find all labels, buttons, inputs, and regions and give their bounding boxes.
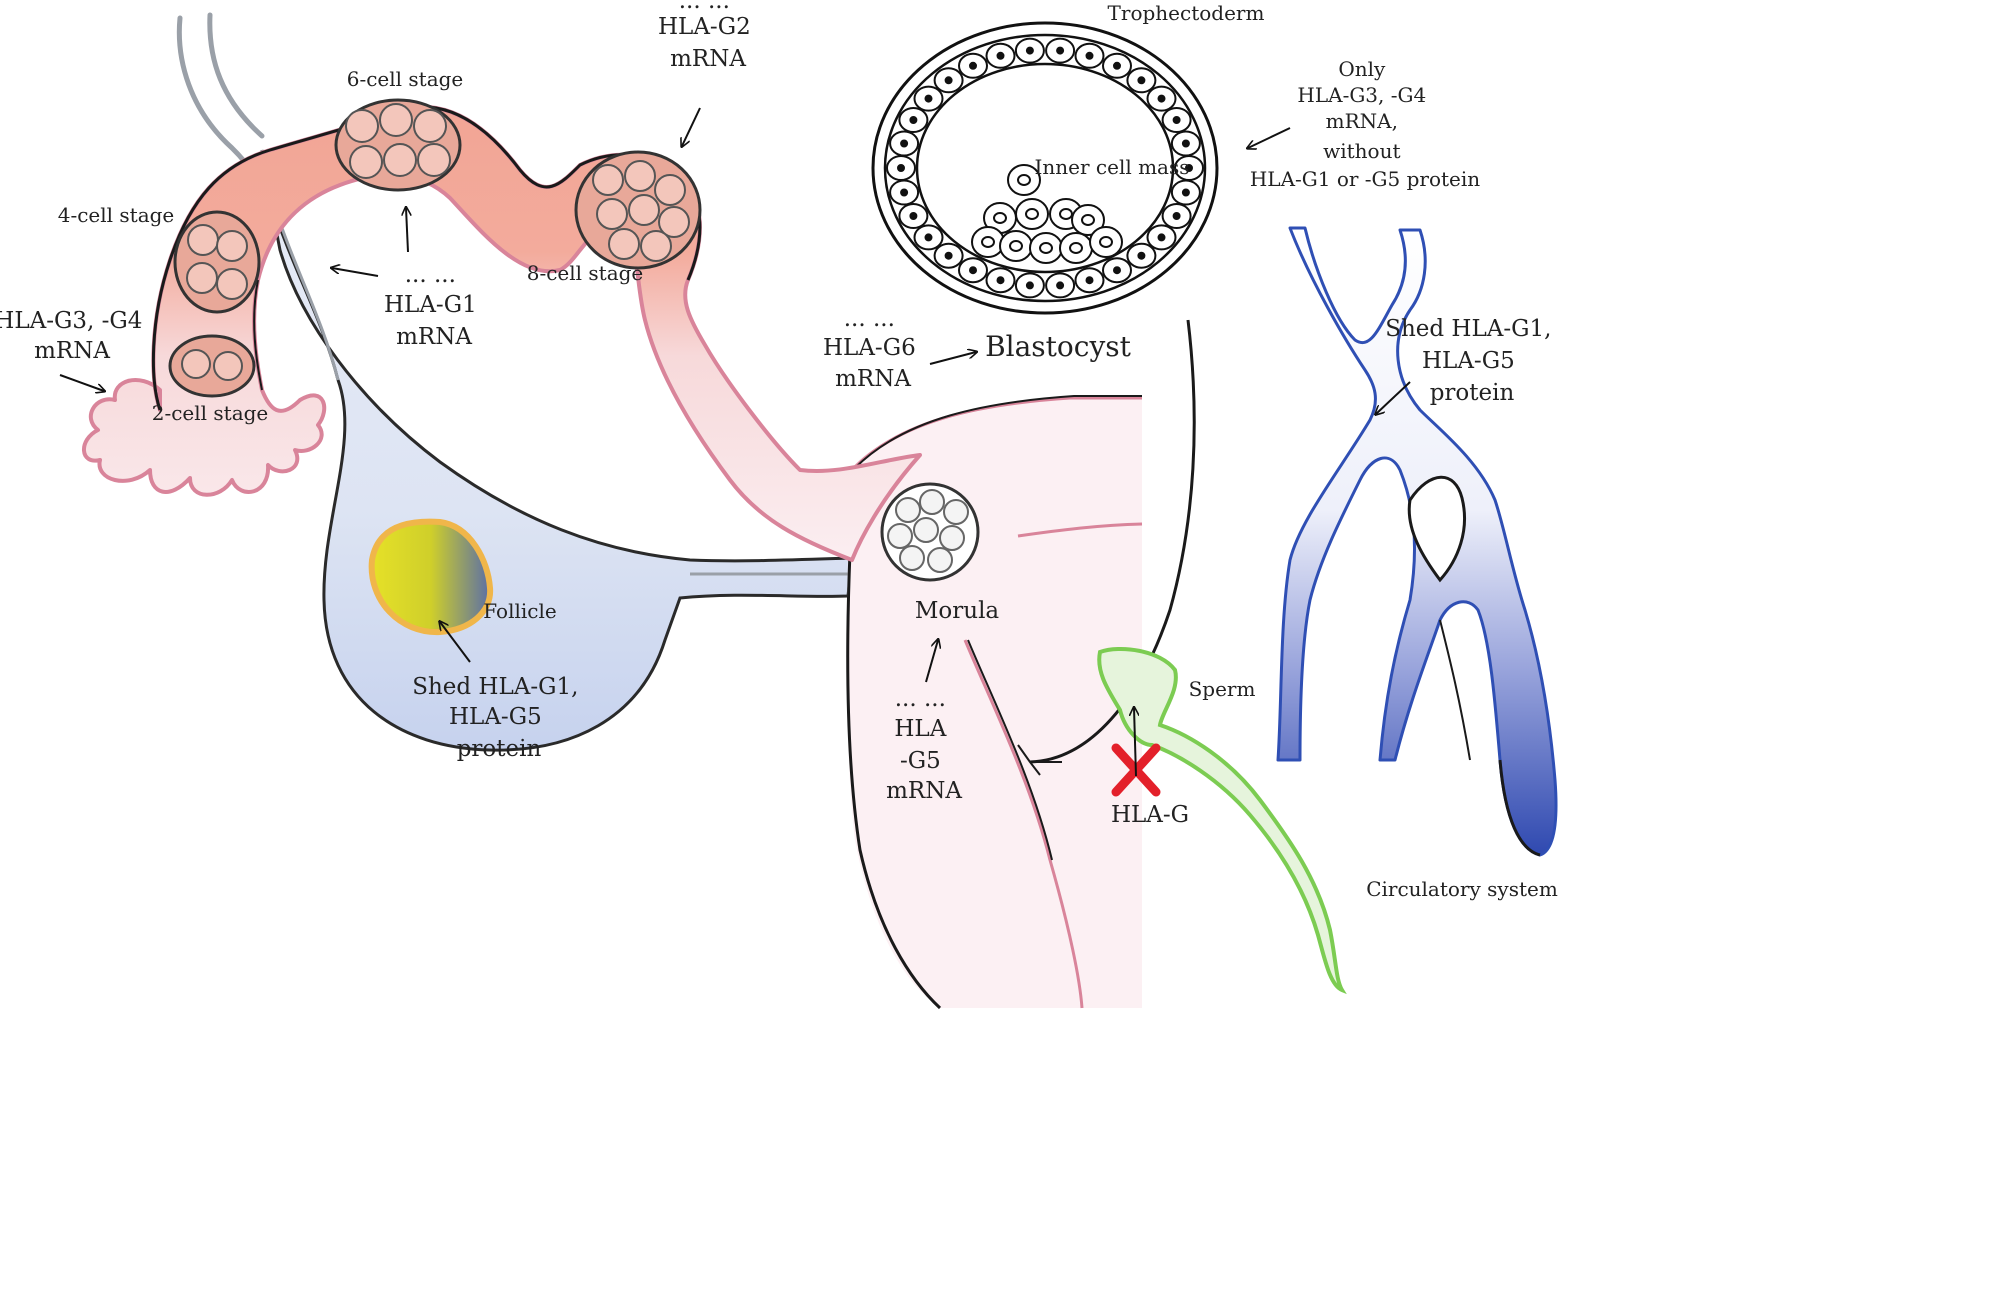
arrow-g6-to-blastocyst: [929, 352, 976, 365]
trophectoderm-cell-nucleus: [1085, 276, 1094, 285]
arrows: [59, 107, 1411, 777]
inner-cell-mass-nucleus: [1009, 240, 1023, 252]
inner-cell-mass-nucleus: [1039, 242, 1053, 254]
inner-cell-mass-cell: [971, 226, 1005, 258]
trophectoderm-cell-nucleus: [1056, 46, 1065, 55]
trophectoderm-cell-nucleus: [944, 76, 953, 85]
hla-g3-g4-mrna-left: HLA-G3, -G4 mRNA: [0, 308, 150, 364]
trophectoderm-cell-nucleus: [1157, 94, 1166, 103]
trophectoderm-cell-nucleus: [996, 51, 1005, 60]
trophectoderm-cell-nucleus: [1025, 281, 1034, 290]
trophectoderm-cell-nucleus: [1025, 46, 1034, 55]
inner-cell-mass-cell: [1015, 198, 1049, 230]
inner-cell-mass-cell: [1029, 232, 1063, 264]
arrow-hlag-to-sperm: [1134, 708, 1136, 777]
trophectoderm-cell-nucleus: [897, 164, 905, 172]
shed-hla-g1-g5-follicle: Shed HLA-G1, HLA-G5 protein: [412, 674, 586, 762]
hla-g1-mrna: ... ... HLA-G1 mRNA: [384, 262, 484, 350]
circulatory-system-label: Circulatory system: [1366, 877, 1558, 901]
stage-2-label: 2-cell stage: [152, 401, 269, 425]
trophectoderm-cell-nucleus: [1113, 61, 1121, 70]
sperm: [1097, 647, 1347, 995]
arrow-g1-to-tube: [332, 268, 379, 277]
inner-cell-mass-cell: [1007, 164, 1041, 196]
morula: [880, 482, 980, 582]
inner-cell-mass-nucleus: [1059, 208, 1073, 220]
arrow-g2-to-tube: [682, 107, 701, 146]
trophectoderm-cell-nucleus: [924, 233, 933, 242]
trophectoderm-cell-nucleus: [944, 251, 953, 260]
trophectoderm-cell-nucleus: [1137, 76, 1146, 85]
stage-8-label: 8-cell stage: [527, 261, 644, 285]
inner-cell-mass-nucleus: [1025, 208, 1039, 220]
trophectoderm-cell-nucleus: [909, 116, 918, 124]
inner-cell-mass-nucleus: [1099, 236, 1113, 248]
trophectoderm-cell-nucleus: [900, 139, 909, 148]
follicle-label: Follicle: [483, 599, 556, 623]
embryo-8-cell: [574, 150, 702, 270]
fallopian-tube: [82, 104, 922, 562]
trophectoderm-cell-nucleus: [1137, 251, 1146, 260]
embryo-4-cell: [173, 210, 261, 314]
shed-hla-g1-g5-circulation: Shed HLA-G1, HLA-G5 protein: [1385, 316, 1559, 406]
inner-cell-mass-cell: [1089, 226, 1123, 258]
inner-cell-mass-nucleus: [1069, 242, 1083, 254]
trophectoderm-cell-nucleus: [1181, 188, 1190, 197]
sperm-label: Sperm: [1189, 677, 1256, 701]
trophectoderm-label: Trophectoderm: [1108, 1, 1265, 25]
trophectoderm-cell-nucleus: [1185, 164, 1193, 172]
embryo-2-cell: [168, 334, 256, 398]
stage-4-label: 4-cell stage: [58, 203, 175, 227]
hla-g-reproduction-diagram: Trophectoderm Inner cell mass Blastocyst…: [0, 0, 1559, 1010]
embryo-6-cell: [334, 98, 462, 192]
hla-g5-mrna: ... ... HLA -G5 mRNA: [886, 686, 962, 804]
inner-cell-mass-cell: [1071, 204, 1105, 236]
inner-cell-mass-nucleus: [981, 236, 995, 248]
blastocyst-label: Blastocyst: [985, 330, 1132, 363]
trophectoderm-cell-nucleus: [924, 94, 933, 103]
hla-g6-mrna: ... ... HLA-G6 mRNA: [823, 306, 923, 392]
trophectoderm-cell-nucleus: [1181, 139, 1190, 148]
arrow-shed-to-vessel: [1376, 381, 1411, 414]
trophectoderm-cell-nucleus: [909, 212, 918, 220]
arrow-g5-to-morula: [925, 640, 938, 683]
morula-label: Morula: [915, 598, 1000, 624]
trophectoderm-cell-nucleus: [996, 276, 1005, 285]
follicle: [368, 518, 494, 636]
arrow-shed-to-follicle: [440, 622, 471, 663]
stage-6-label: 6-cell stage: [347, 67, 464, 91]
diagram-canvas: Trophectoderm Inner cell mass Blastocyst…: [0, 0, 1559, 1010]
trophectoderm-cell-nucleus: [1085, 51, 1094, 60]
blastocyst: [871, 21, 1219, 315]
arrow-g1-to-6cell: [406, 208, 408, 253]
trophectoderm-cell-nucleus: [969, 266, 977, 275]
trophectoderm-cell-nucleus: [900, 188, 909, 197]
trophectoderm-cell-nucleus: [969, 61, 977, 70]
trophectoderm-cell-nucleus: [1172, 116, 1181, 124]
circulatory-vessels: [1276, 226, 1558, 857]
arrow-g3g4-to-fimbria: [59, 374, 104, 391]
sperm-hla-g-label: HLA-G: [1111, 802, 1189, 828]
arrow-only-g3g4-to-blastocyst: [1248, 127, 1291, 148]
only-hla-g3-g4-annotation: Only HLA-G3, -G4 mRNA, without HLA-G1 or…: [1250, 57, 1480, 191]
inner-cell-mass-cell: [999, 230, 1033, 262]
trophectoderm-cell-nucleus: [1113, 266, 1121, 275]
inner-cell-mass-nucleus: [993, 212, 1007, 224]
hla-g2-mrna: ... ... HLA-G2 mRNA: [658, 0, 758, 72]
inner-cell-mass-nucleus: [1081, 214, 1095, 226]
trophectoderm-cell-nucleus: [1172, 212, 1181, 220]
inner-cell-mass-cell: [1059, 232, 1093, 264]
trophectoderm-cell-nucleus: [1056, 281, 1065, 290]
trophectoderm-cell-nucleus: [1157, 233, 1166, 242]
inner-cell-mass-label: Inner cell mass: [1034, 155, 1189, 179]
inner-cell-mass-nucleus: [1017, 174, 1031, 186]
